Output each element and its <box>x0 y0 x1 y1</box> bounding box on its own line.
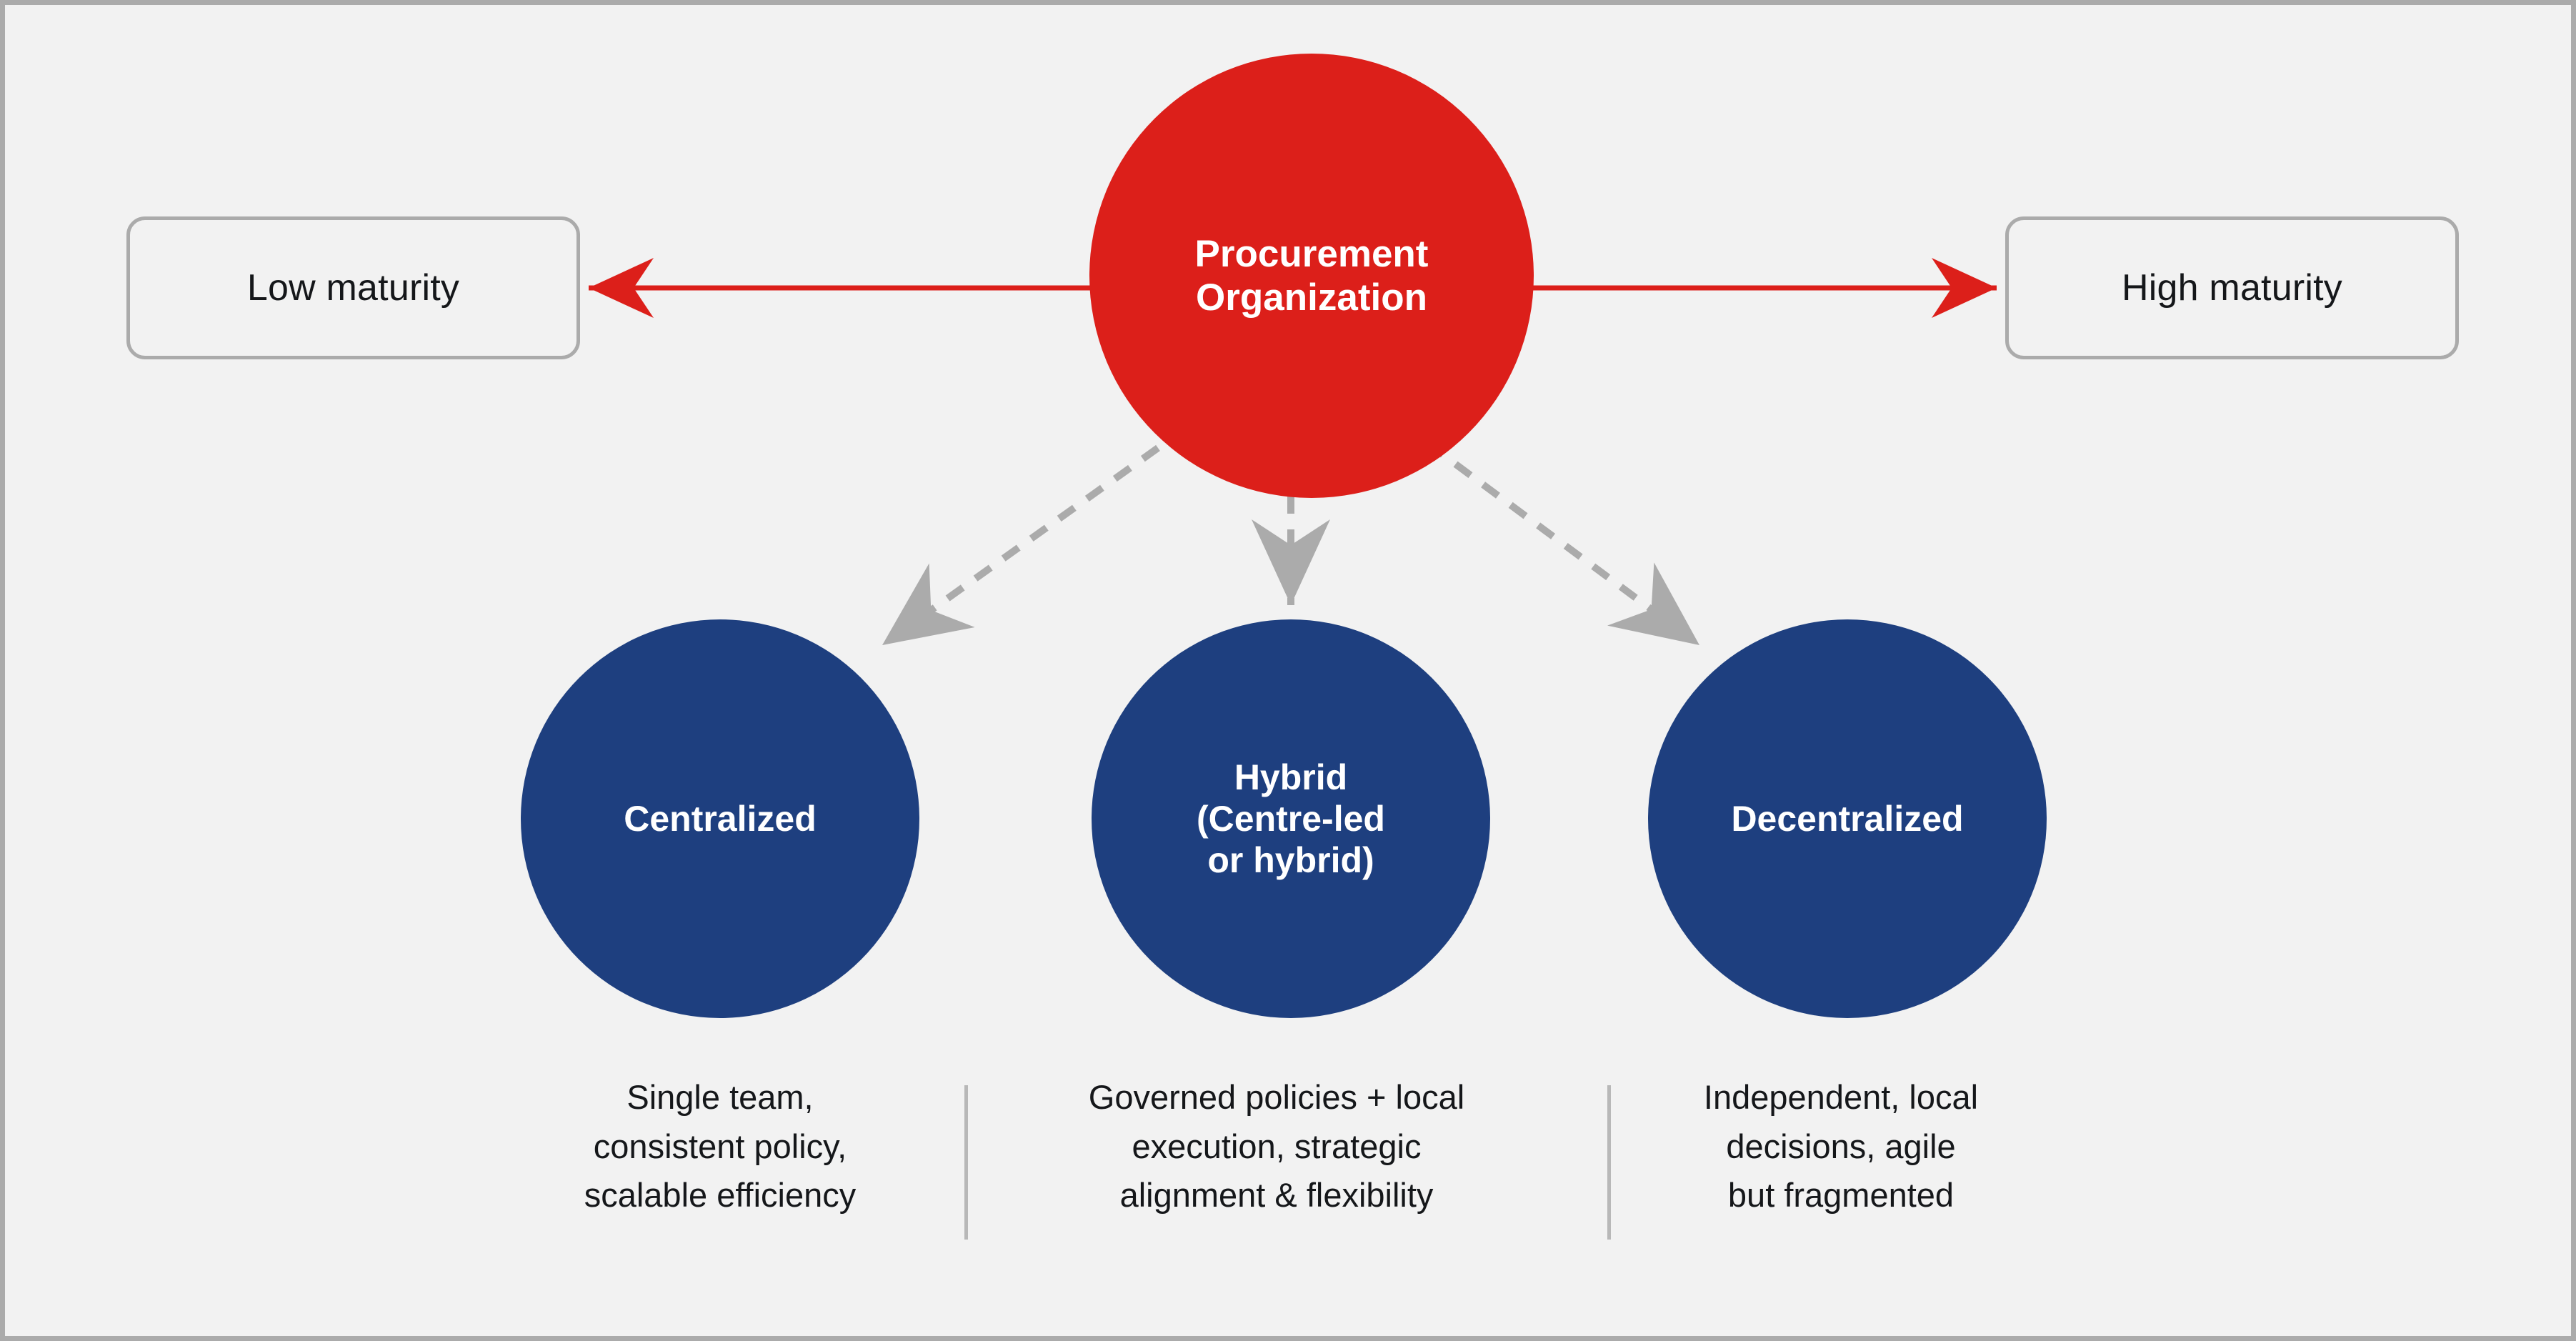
decentralized-node[interactable]: Decentralized <box>1648 619 2047 1018</box>
centralized-label: Centralized <box>624 799 817 839</box>
caption-divider <box>1607 1085 1611 1240</box>
high-maturity-label: High maturity <box>2122 267 2342 309</box>
decentralized-caption: Independent, local decisions, agile but … <box>1703 1078 1979 1215</box>
procurement-organization-label: Procurement Organization <box>1194 232 1429 319</box>
arrow-to-centralized <box>880 444 1160 649</box>
hybrid-node[interactable]: Hybrid (Centre-led or hybrid) <box>1092 619 1490 1018</box>
hybrid-label: Hybrid (Centre-led or hybrid) <box>1197 757 1385 880</box>
arrow-to-decentralized <box>1426 440 1702 649</box>
hybrid-caption: Governed policies + local execution, str… <box>1088 1078 1465 1215</box>
decentralized-label: Decentralized <box>1731 799 1964 839</box>
caption-divider <box>964 1085 968 1240</box>
high-maturity-box[interactable]: High maturity <box>2005 216 2459 359</box>
centralized-node[interactable]: Centralized <box>521 619 919 1018</box>
low-maturity-label: Low maturity <box>246 267 460 309</box>
procurement-organization-node[interactable]: Procurement Organization <box>1089 54 1534 498</box>
low-maturity-box[interactable]: Low maturity <box>126 216 580 359</box>
centralized-caption: Single team, consistent policy, scalable… <box>584 1078 857 1215</box>
